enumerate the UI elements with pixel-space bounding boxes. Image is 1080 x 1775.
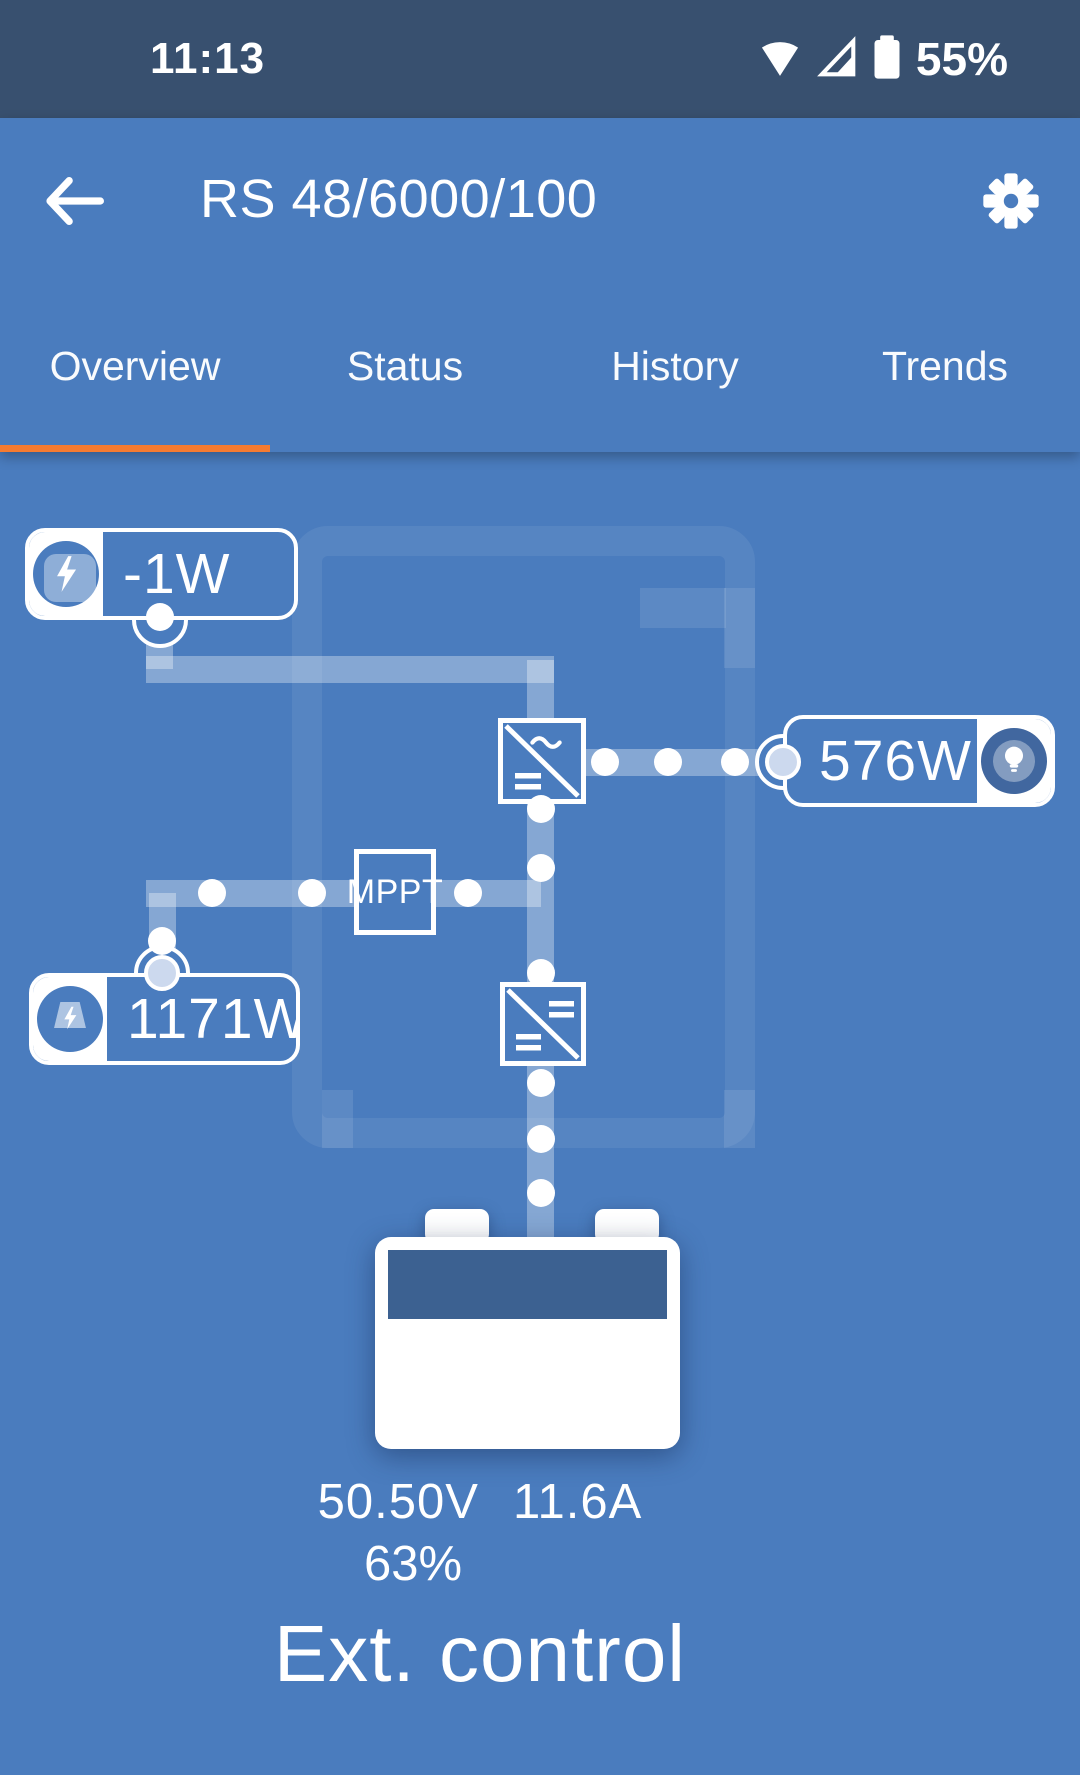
active-tab-indicator bbox=[0, 445, 270, 452]
ac-loads-power-value: 576W bbox=[819, 729, 972, 793]
device-state-text: Ext. control bbox=[273, 1609, 687, 1698]
dc-bus-wire-upper bbox=[527, 803, 554, 982]
pv-power-value: 1171W bbox=[127, 987, 300, 1051]
status-bar: 11:13 55% bbox=[0, 0, 1080, 118]
ac-loads-icon-section bbox=[977, 719, 1051, 803]
dc-flow-dot bbox=[527, 1179, 555, 1207]
battery-charge-empty bbox=[388, 1250, 667, 1319]
page-title: RS 48/6000/100 bbox=[200, 169, 598, 229]
battery-charge-indicator bbox=[388, 1250, 667, 1436]
app-header: RS 48/6000/100 bbox=[0, 118, 1080, 452]
tab-bar: Overview Status History Trends bbox=[0, 280, 1080, 452]
ac-out-flow-dot bbox=[654, 748, 682, 776]
cellular-signal-icon bbox=[814, 35, 858, 84]
dc-flow-dot bbox=[527, 1125, 555, 1153]
pv-icon-section bbox=[33, 977, 107, 1061]
app-bar: RS 48/6000/100 bbox=[0, 118, 1080, 280]
pv-connector-dot bbox=[144, 955, 180, 991]
dc-flow-dot bbox=[527, 959, 555, 987]
inverter-icon bbox=[498, 718, 586, 804]
ac-in-icon-section bbox=[29, 532, 103, 616]
loop-corner-accent-bottom-left bbox=[322, 1090, 353, 1148]
ac-in-power-value: -1W bbox=[123, 542, 231, 606]
loop-corner-accent-right bbox=[724, 588, 755, 668]
status-icons: 55% bbox=[758, 0, 1008, 118]
dc-flow-dot bbox=[527, 1069, 555, 1097]
ac-in-wire-horizontal bbox=[146, 656, 554, 683]
ac-in-icon-overlay bbox=[44, 554, 96, 602]
loop-corner-accent-bottom-right bbox=[724, 1090, 755, 1148]
pv-flow-dot bbox=[298, 879, 326, 907]
pv-flow-dot bbox=[148, 927, 176, 955]
tab-history[interactable]: History bbox=[611, 342, 739, 389]
battery-percent-text: 55% bbox=[915, 33, 1008, 85]
dc-flow-dot bbox=[527, 854, 555, 882]
status-clock: 11:13 bbox=[150, 34, 266, 83]
back-button[interactable] bbox=[38, 173, 110, 229]
battery-status-icon bbox=[870, 32, 904, 87]
ac-loop-background bbox=[292, 526, 755, 1148]
settings-gear-icon[interactable] bbox=[980, 170, 1042, 232]
loop-corner-accent-top bbox=[640, 588, 726, 628]
tab-trends[interactable]: Trends bbox=[881, 342, 1009, 389]
dc-dc-converter-icon bbox=[500, 982, 586, 1066]
lightbulb-icon bbox=[981, 728, 1047, 794]
wifi-icon bbox=[758, 35, 802, 84]
battery-readings: 50.50V 11.6A bbox=[0, 1474, 960, 1530]
pv-flow-dot bbox=[454, 879, 482, 907]
solar-panel-icon bbox=[37, 986, 103, 1052]
pv-badge: 1171W bbox=[29, 973, 300, 1065]
battery-soc: 63% bbox=[363, 1537, 463, 1591]
tab-status[interactable]: Status bbox=[346, 342, 464, 389]
battery-voltage: 50.50V bbox=[317, 1475, 479, 1529]
battery-current: 11.6A bbox=[512, 1475, 643, 1529]
ac-loads-connector-dot bbox=[765, 744, 801, 780]
ac-out-flow-dot bbox=[721, 748, 749, 776]
ac-in-wire-drop bbox=[527, 660, 554, 718]
dc-flow-dot bbox=[527, 795, 555, 823]
ac-out-flow-dot bbox=[591, 748, 619, 776]
battery-icon bbox=[375, 1237, 680, 1449]
ac-in-connector-dot bbox=[146, 603, 174, 631]
tab-overview[interactable]: Overview bbox=[49, 342, 221, 389]
mppt-box: MPPT bbox=[347, 849, 443, 935]
grid-power-icon bbox=[33, 541, 99, 607]
pv-flow-dot bbox=[198, 879, 226, 907]
ac-loads-badge: 576W bbox=[783, 715, 1055, 807]
